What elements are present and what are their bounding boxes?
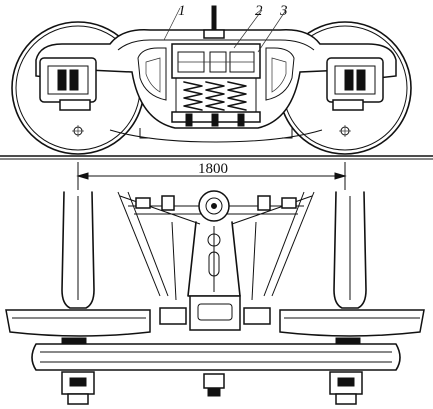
- callout-2: 2: [233, 3, 263, 49]
- right-wheel: [278, 21, 412, 155]
- side-frame: [35, 29, 397, 129]
- plan-view: [5, 190, 425, 405]
- center-pin: [203, 5, 225, 39]
- center-coupling-box: [159, 295, 271, 331]
- callout-3: 3: [257, 3, 288, 53]
- right-axle: [333, 191, 367, 309]
- brake-beam: [109, 129, 323, 143]
- wheelbase-dimension-label: 1800: [198, 161, 228, 177]
- bottom-left-axle-box: [61, 371, 95, 405]
- bottom-right-axle-box: [329, 371, 363, 405]
- side-elevation-view: 1 2 3: [0, 3, 433, 160]
- left-axle: [61, 191, 95, 309]
- callout-label-2: 2: [255, 3, 263, 19]
- callout-label-1: 1: [178, 3, 186, 19]
- center-bolster: [171, 190, 257, 301]
- spring-nest: [171, 77, 261, 127]
- right-axle-box: [326, 57, 384, 111]
- right-brake-pad: [279, 309, 425, 337]
- bottom-center-pin: [203, 373, 225, 397]
- callout-1: 1: [163, 3, 186, 41]
- callout-label-3: 3: [279, 3, 288, 19]
- left-brake-pad: [5, 309, 151, 337]
- left-axle-box: [39, 57, 97, 111]
- lower-frame-beam: [31, 337, 401, 371]
- spring-bolster: [171, 43, 261, 79]
- wheelbase-dimension: 1800: [76, 161, 347, 190]
